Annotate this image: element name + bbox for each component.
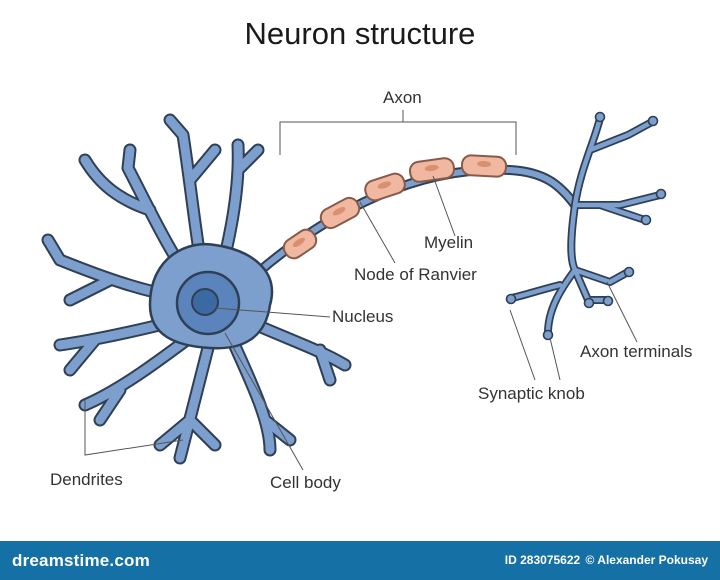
label-axon-terminals: Axon terminals bbox=[580, 342, 693, 361]
myelin-segment bbox=[460, 154, 508, 178]
dendrites-fill bbox=[43, 115, 350, 463]
footer-id: ID 283075622 bbox=[504, 553, 581, 567]
label-cell-body: Cell body bbox=[270, 473, 341, 492]
leader-lines bbox=[84, 110, 638, 471]
axon-terminal-branches bbox=[508, 114, 664, 337]
label-axon: Axon bbox=[383, 88, 422, 107]
myelin-segment bbox=[282, 228, 318, 260]
footer-bar: dreamstime.com ID 283075622 © Alexander … bbox=[0, 541, 720, 580]
myelin-leader bbox=[432, 175, 456, 237]
axon-fiber bbox=[250, 164, 580, 280]
cell-body-leader bbox=[224, 332, 304, 471]
myelin-segment bbox=[364, 172, 406, 202]
synaptic-knob-leader bbox=[509, 309, 561, 381]
dendrites-leader bbox=[84, 400, 184, 456]
label-node-of-ranvier: Node of Ranvier bbox=[354, 265, 477, 284]
footer-copyright: © Alexander Pokusay bbox=[585, 553, 708, 567]
diagram-title: Neuron structure bbox=[244, 16, 476, 51]
nucleus-inner bbox=[191, 288, 219, 316]
axon-terminals-leader bbox=[606, 281, 638, 343]
nucleus-leader bbox=[214, 307, 331, 318]
label-dendrites: Dendrites bbox=[50, 470, 123, 489]
neuron-illustration bbox=[41, 110, 667, 471]
footer-brand: dreamstime.com bbox=[12, 551, 150, 570]
myelin-sheaths bbox=[282, 154, 508, 260]
label-synaptic-knob: Synaptic knob bbox=[478, 384, 585, 403]
synaptic-knobs bbox=[505, 111, 667, 341]
myelin-segment bbox=[408, 157, 456, 183]
label-myelin: Myelin bbox=[424, 233, 474, 252]
footer-credit: ID 283075622 © Alexander Pokusay bbox=[503, 553, 708, 567]
node-leader bbox=[359, 201, 396, 264]
myelin-segment bbox=[319, 196, 361, 230]
label-nucleus: Nucleus bbox=[332, 307, 394, 326]
axon-bracket bbox=[279, 110, 517, 155]
